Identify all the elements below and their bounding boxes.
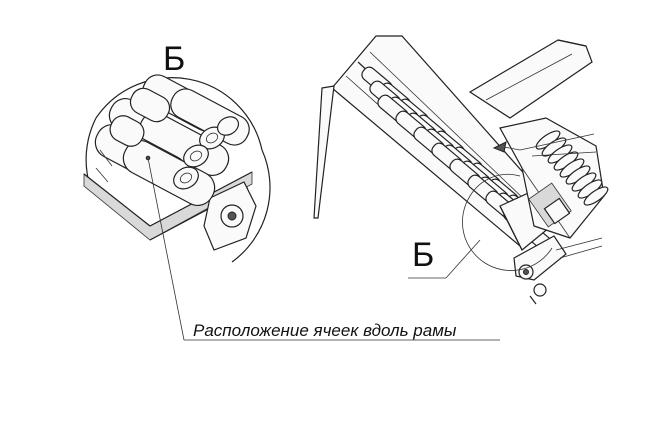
pointer-line-1 (519, 133, 595, 151)
detail-marker-right: Б (412, 236, 434, 274)
detail-circle-arc-left (85, 117, 97, 187)
main-assembly-view: Б (313, 35, 609, 305)
caption-leader (147, 157, 500, 341)
detail-callout-circle (462, 195, 553, 271)
detail-marker-left: Б (163, 40, 185, 78)
upper-frame-arm (468, 39, 593, 119)
caption-text: Расположение ячеек вдоль рамы (193, 321, 457, 340)
detail-circle-arc-top (95, 77, 263, 151)
cell-end-caps (173, 116, 240, 190)
detail-callout-leader (445, 239, 481, 279)
spring-coil (583, 186, 609, 206)
detail-view-b: Б (83, 40, 271, 263)
coil-spring (535, 130, 609, 206)
pointer-line-2 (531, 151, 597, 157)
mechanism-block (499, 117, 605, 239)
support-strut (313, 85, 335, 219)
detail-circle-arc-right (231, 149, 271, 263)
